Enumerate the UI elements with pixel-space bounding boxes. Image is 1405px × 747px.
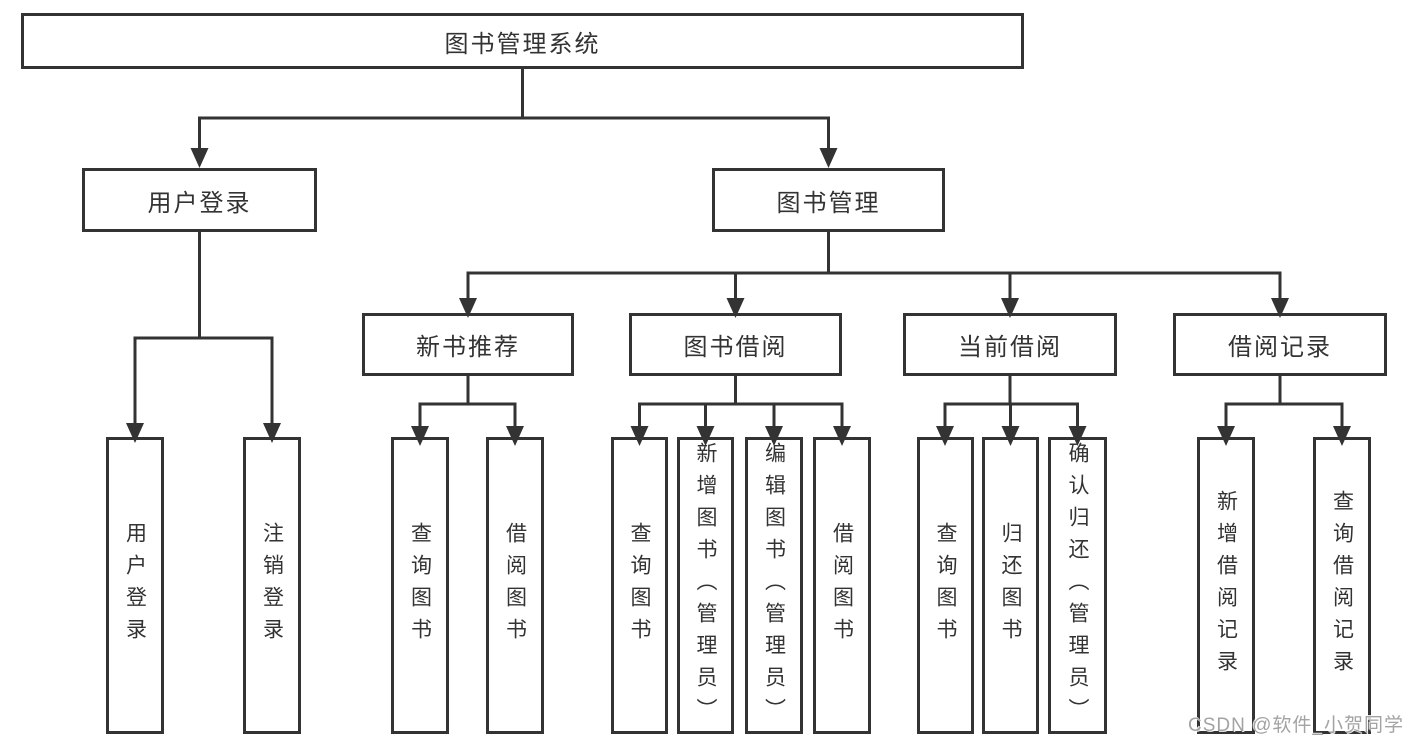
node-new-book-recommend: 新书推荐: [362, 313, 574, 376]
leaf-label: 确认归还（管理员）: [1066, 441, 1089, 730]
leaf-label: 编辑图书（管理员）: [762, 441, 786, 730]
leaf-query-books: 查询图书: [917, 437, 974, 734]
leaf-return-books: 归还图书: [982, 437, 1039, 734]
leaf-label: 查询图书: [408, 521, 432, 650]
node-label: 借阅记录: [1228, 334, 1332, 361]
leaf-label: 注销登录: [260, 521, 284, 650]
leaf-label: 查询图书: [628, 521, 651, 650]
leaf-label: 新增借阅记录: [1214, 489, 1238, 682]
leaf-label: 借阅图书: [830, 521, 854, 650]
leaf-query-borrow-record: 查询借阅记录: [1313, 437, 1371, 734]
leaf-add-borrow-record: 新增借阅记录: [1197, 437, 1255, 734]
leaf-label: 查询图书: [934, 521, 957, 650]
node-label: 图书借阅: [683, 334, 788, 361]
leaf-label: 查询借阅记录: [1330, 489, 1354, 682]
node-book-management: 图书管理: [712, 168, 945, 232]
leaf-confirm-return-admin: 确认归还（管理员）: [1048, 437, 1107, 734]
node-user-login: 用户登录: [82, 168, 317, 232]
leaf-user-login: 用户登录: [106, 437, 164, 734]
node-borrow-records: 借阅记录: [1173, 313, 1387, 376]
node-root-system: 图书管理系统: [21, 13, 1024, 69]
node-label: 图书管理系统: [444, 30, 601, 58]
leaf-query-books: 查询图书: [391, 437, 449, 734]
leaf-logout: 注销登录: [243, 437, 301, 734]
node-label: 当前借阅: [958, 334, 1062, 361]
leaf-borrow-books: 借阅图书: [813, 437, 871, 734]
leaf-query-books: 查询图书: [611, 437, 668, 734]
leaf-edit-books-admin: 编辑图书（管理员）: [745, 437, 803, 734]
leaf-label: 归还图书: [999, 521, 1022, 650]
node-label: 新书推荐: [416, 334, 520, 361]
leaf-label: 借阅图书: [503, 521, 527, 650]
node-label: 用户登录: [147, 189, 252, 217]
leaf-borrow-books: 借阅图书: [486, 437, 544, 734]
leaf-label: 新增图书（管理员）: [694, 441, 717, 730]
leaf-add-books-admin: 新增图书（管理员）: [677, 437, 734, 734]
node-book-borrow: 图书借阅: [629, 313, 842, 376]
node-current-borrow: 当前借阅: [903, 313, 1117, 376]
node-label: 图书管理: [776, 189, 881, 217]
leaf-label: 用户登录: [123, 521, 147, 650]
csdn-watermark: CSDN @软件_小贺同学: [1188, 715, 1404, 736]
